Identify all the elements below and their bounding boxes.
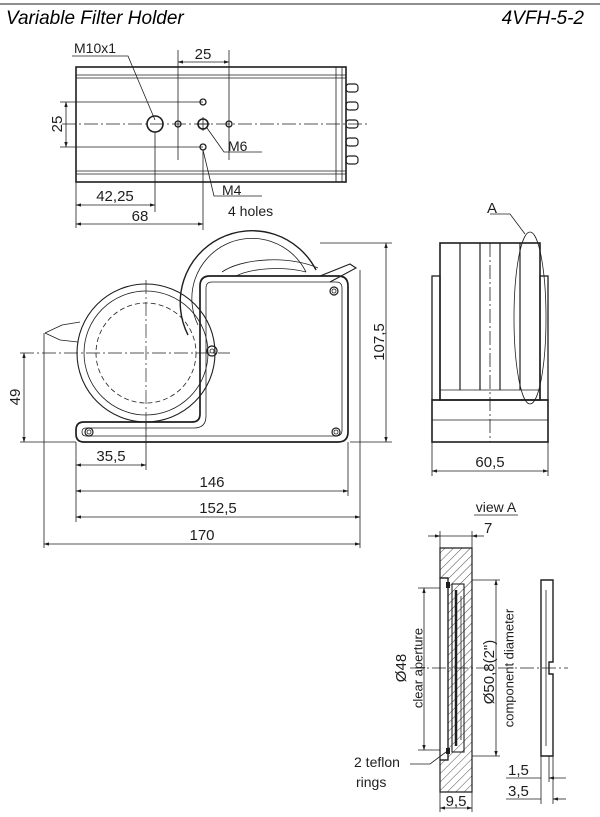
dim-152-5: 152,5 xyxy=(199,500,237,517)
dim-68: 68 xyxy=(132,208,149,225)
m4-hole xyxy=(174,120,182,128)
detail-a-label: A xyxy=(487,200,497,217)
filter-component-profile xyxy=(540,579,554,757)
m4-hole xyxy=(225,120,233,128)
dim-107-5: 107,5 xyxy=(371,323,388,361)
dim-3-5: 3,5 xyxy=(508,783,529,800)
label-4-holes: 4 holes xyxy=(228,203,273,219)
note-teflon-line1: 2 teflon xyxy=(354,754,400,770)
dim-25-top: 25 xyxy=(195,46,212,63)
dim-9-5: 9,5 xyxy=(446,793,467,810)
detail-a-ellipse xyxy=(513,231,547,405)
dim-clear-aperture: Ø48 xyxy=(393,654,410,682)
side-view: A 60,5 xyxy=(431,200,549,476)
dim-7: 7 xyxy=(484,520,492,537)
dim-42-25: 42,25 xyxy=(96,188,134,205)
dim-1-5: 1,5 xyxy=(508,762,529,779)
dim-25-left: 25 xyxy=(49,116,66,133)
label-m6: M6 xyxy=(228,138,248,154)
view-a-title: view A xyxy=(476,499,517,515)
section-view: view A 7 Ø48 clear aperture Ø50,8(2") co… xyxy=(354,499,568,812)
label-clear-aperture: clear aperture xyxy=(410,628,425,708)
dim-component-diameter: Ø50,8(2") xyxy=(481,640,498,705)
top-view-body xyxy=(75,66,347,183)
screws xyxy=(84,286,341,437)
drawing-title: Variable Filter Holder xyxy=(6,8,184,29)
model-code: 4VFH-5-2 xyxy=(501,8,584,29)
dim-146: 146 xyxy=(199,474,224,491)
label-m4: M4 xyxy=(222,182,242,198)
top-view: 25 25 M10x1 M6 M4 4 holes 42,25 68 xyxy=(49,40,368,230)
dim-49: 49 xyxy=(7,389,24,406)
front-view: 107,5 49 35,5 146 152,5 170 xyxy=(7,230,392,548)
dim-60-5: 60,5 xyxy=(475,454,504,471)
label-component-diameter: component diameter xyxy=(501,608,516,727)
front-plate xyxy=(75,275,349,443)
dim-35-5: 35,5 xyxy=(96,448,125,465)
dim-170: 170 xyxy=(189,527,214,544)
note-teflon-line2: rings xyxy=(356,774,386,790)
label-m10: M10x1 xyxy=(74,40,116,56)
